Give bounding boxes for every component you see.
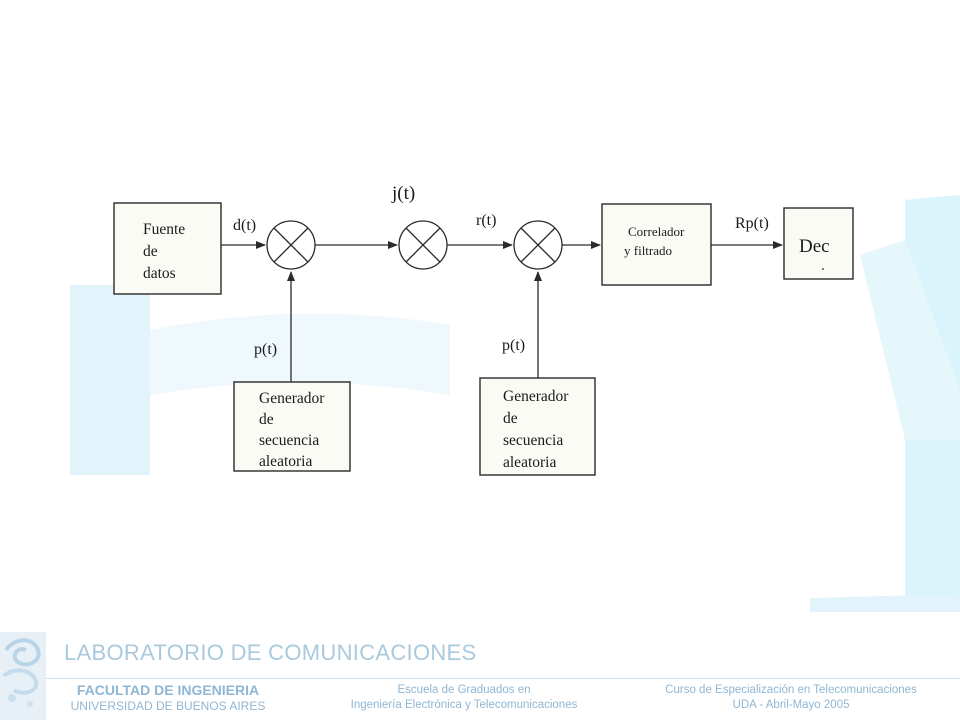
course-line-2: UDA - Abril-Mayo 2005: [732, 699, 850, 711]
faculty-name: FACULTAD DE INGENIERIA: [76, 682, 260, 698]
course-line-1: Curso de Especialización en Telecomunica…: [665, 684, 917, 696]
sequence-generator-2: Generador de secuencia aleatoria: [479, 377, 596, 476]
gen1-label-4: aleatoria: [259, 453, 312, 470]
decision-block: Dec: [783, 207, 854, 280]
data-source-block: Fuente de datos: [113, 202, 222, 295]
gen2-label-1: Generador: [503, 388, 569, 405]
correlator-label-1: Correlador: [628, 224, 685, 239]
mixer-1: [266, 220, 316, 270]
correlator-block: Correlador y filtrado: [601, 203, 712, 286]
signal-arrows: [221, 241, 783, 382]
school-line-2: Ingeniería Electrónica y Telecomunicacio…: [350, 699, 578, 711]
source-label-3: datos: [143, 265, 176, 282]
gen2-label-2: de: [503, 410, 518, 427]
source-label-1: Fuente: [143, 221, 185, 238]
lab-title: LABORATORIO DE COMUNICACIONES: [64, 640, 477, 665]
signal-p1-label: p(t): [254, 341, 277, 358]
gen2-label-4: aleatoria: [503, 454, 556, 471]
faculty-logo-icon: [0, 632, 46, 720]
university-name: UNIVERSIDAD DE BUENOS AIRES: [70, 699, 266, 713]
signal-j-label: j(t): [391, 183, 415, 204]
signal-p2-label: p(t): [502, 337, 525, 354]
mixer-2: [398, 220, 448, 270]
background-wash: [70, 195, 960, 612]
school-line-1: Escuela de Graduados en: [397, 684, 531, 696]
mixer-3: [513, 220, 563, 270]
footer-divider: [0, 678, 960, 679]
source-label-2: de: [143, 243, 158, 260]
gen2-label-3: secuencia: [503, 432, 563, 449]
gen1-label-2: de: [259, 411, 274, 428]
signal-d-label: d(t): [233, 217, 256, 234]
decision-label: Dec: [799, 236, 830, 257]
correlator-label-2: y filtrado: [624, 243, 672, 258]
gen1-label-1: Generador: [259, 390, 325, 407]
sequence-generator-1: Generador de secuencia aleatoria: [233, 381, 351, 472]
gen1-label-3: secuencia: [259, 432, 319, 449]
signal-r-label: r(t): [476, 212, 496, 229]
signal-rp-label: Rp(t): [735, 215, 769, 232]
